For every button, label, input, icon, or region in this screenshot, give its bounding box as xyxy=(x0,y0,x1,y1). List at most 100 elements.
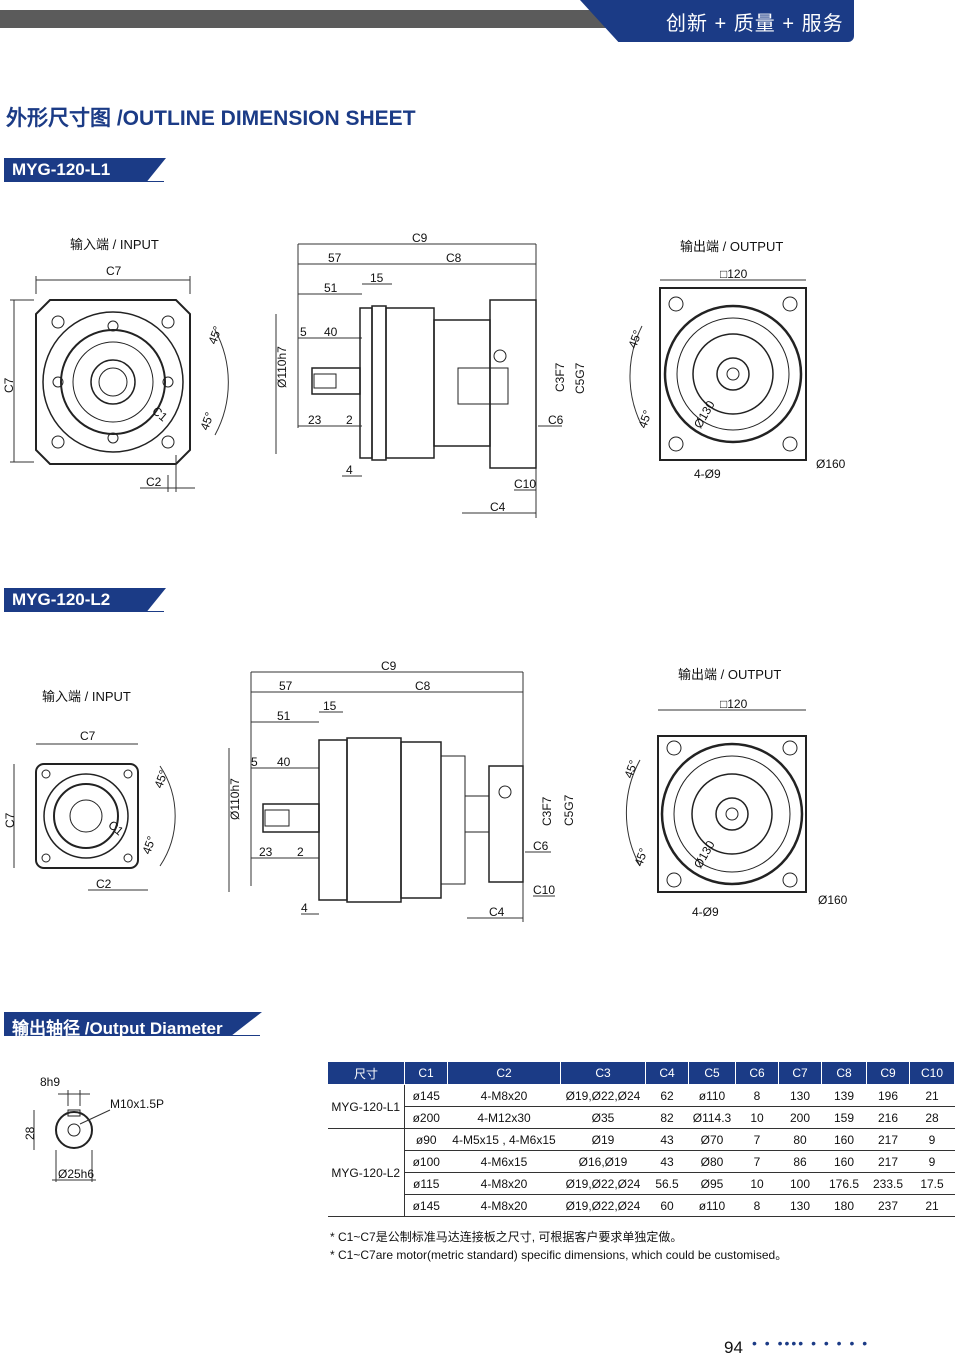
l2-dim-51: 51 xyxy=(277,709,291,723)
table-cell: ø100 xyxy=(404,1150,448,1173)
table-header-6: C6 xyxy=(735,1061,779,1085)
table-cell: 8 xyxy=(735,1084,779,1107)
table-cell: 7 xyxy=(735,1128,779,1151)
page-number: 94 xyxy=(724,1338,743,1357)
table-cell: 10 xyxy=(735,1172,779,1195)
table-cell: 216 xyxy=(866,1106,910,1129)
l1-dim-c10: C10 xyxy=(514,477,536,491)
l1-input-label: 输入端 / INPUT xyxy=(70,237,159,252)
table-header-10: C10 xyxy=(909,1061,955,1085)
table-cell: Ø35 xyxy=(560,1106,646,1129)
l2-shaft-fit: Ø110h7 xyxy=(228,778,242,820)
l2-dim-c4: C4 xyxy=(489,905,505,919)
table-cell: 17.5 xyxy=(909,1172,955,1195)
header-bar xyxy=(0,10,640,28)
l2-side-view: C9 57 C8 51 15 5 40 Ø110h7 23 2 C3F7 C5G… xyxy=(228,659,576,922)
table-cell: 4-M6x15 xyxy=(447,1150,561,1173)
brand-slogan: 创新 + 质量 + 服务 xyxy=(666,13,844,35)
l2-angle-top: 45° xyxy=(151,768,170,790)
table-cell: 60 xyxy=(645,1194,689,1217)
table-cell: 176.5 xyxy=(821,1172,867,1195)
shaft-thread: M10x1.5P xyxy=(110,1097,164,1111)
l1-dim-15: 15 xyxy=(370,271,384,285)
table-cell: 80 xyxy=(778,1128,822,1151)
l2-dim-2: 2 xyxy=(297,845,304,859)
table-cell: Ø19,Ø22,Ø24 xyxy=(560,1084,646,1107)
l1-dim-c3: C3F7 xyxy=(553,362,567,392)
l1-out-angle-top: 45° xyxy=(625,328,644,350)
l2-square: □120 xyxy=(720,697,748,711)
l1-shaft-fit: Ø110h7 xyxy=(275,346,289,388)
table-cell: 9 xyxy=(909,1128,955,1151)
table-cell: 28 xyxy=(909,1106,955,1129)
l1-dim-40: 40 xyxy=(324,325,338,339)
table-cell: 139 xyxy=(821,1084,867,1107)
l2-dim-57: 57 xyxy=(279,679,293,693)
table-header-7: C7 xyxy=(778,1061,822,1085)
l2-input-view: C7 C7 45° 45° C1 C2 xyxy=(3,729,176,891)
l2-dim-c3: C3F7 xyxy=(540,796,554,826)
table-cell: 8 xyxy=(735,1194,779,1217)
l2-dim-5: 5 xyxy=(251,755,258,769)
table-cell: 9 xyxy=(909,1150,955,1173)
table-header-3: C3 xyxy=(560,1061,646,1085)
table-cell: 4-M8x20 xyxy=(447,1172,561,1195)
table-cell: Ø19 xyxy=(560,1128,646,1151)
l2-dim-c6: C6 xyxy=(533,839,549,853)
l1-dim-57: 57 xyxy=(328,251,342,265)
table-cell: Ø16,Ø19 xyxy=(560,1150,646,1173)
table-cell: 160 xyxy=(821,1128,867,1151)
l1-dim-4: 4 xyxy=(346,463,353,477)
l1-side-view: C9 57 C8 51 15 5 40 Ø110h7 23 2 C3F7 C5G… xyxy=(275,231,587,518)
l2-dim-c9: C9 xyxy=(381,659,397,673)
l2-flange: Ø160 xyxy=(818,893,848,907)
table-cell: 4-M12x30 xyxy=(447,1106,561,1129)
table-cell: 160 xyxy=(821,1150,867,1173)
table-cell: ø110 xyxy=(688,1084,736,1107)
table-cell: 233.5 xyxy=(866,1172,910,1195)
l1-dim-c4: C4 xyxy=(490,500,506,514)
table-cell: 196 xyxy=(866,1084,910,1107)
l2-dim-c2: C2 xyxy=(96,877,112,891)
table-cell: 86 xyxy=(778,1150,822,1173)
l1-input-view: C7 C7 45° 45° C1 C2 xyxy=(2,264,229,492)
table-cell: 217 xyxy=(866,1128,910,1151)
table-header-4: C4 xyxy=(645,1061,689,1085)
shaft-diameter: Ø25h6 xyxy=(58,1167,94,1181)
table-cell: 130 xyxy=(778,1084,822,1107)
shaft-section-view: 8h9 28 M10x1.5P Ø25h6 xyxy=(23,1075,164,1182)
l1-dim-c8: C8 xyxy=(446,251,462,265)
section-title-l1: MYG-120-L1 xyxy=(12,160,111,179)
banner-underline xyxy=(4,611,164,612)
l1-dim-5: 5 xyxy=(300,325,307,339)
table-header-0: 尺寸 xyxy=(327,1061,405,1085)
table-cell: 10 xyxy=(735,1106,779,1129)
footer-dots: • • •••• • • • • • xyxy=(752,1335,870,1351)
table-cell: ø145 xyxy=(404,1194,448,1217)
table-cell: 159 xyxy=(821,1106,867,1129)
l1-dim-c6: C6 xyxy=(548,413,564,427)
l1-dim-23: 23 xyxy=(308,413,322,427)
table-cell: Ø70 xyxy=(688,1128,736,1151)
table-cell: 217 xyxy=(866,1150,910,1173)
table-header-5: C5 xyxy=(688,1061,736,1085)
table-cell-model: MYG-120-L2 xyxy=(327,1128,405,1217)
l1-dim-c7-top: C7 xyxy=(106,264,122,278)
table-cell: 4-M5x15 , 4-M6x15 xyxy=(447,1128,561,1151)
shaft-height-dim: 28 xyxy=(23,1126,37,1140)
l1-dim-c5: C5G7 xyxy=(573,362,587,394)
l2-dim-c7-side: C7 xyxy=(3,812,17,828)
banner-underline xyxy=(4,181,164,182)
table-cell: 100 xyxy=(778,1172,822,1195)
table-cell: 4-M8x20 xyxy=(447,1194,561,1217)
table-cell: Ø19,Ø22,Ø24 xyxy=(560,1172,646,1195)
table-cell-model: MYG-120-L1 xyxy=(327,1084,405,1129)
table-cell: 56.5 xyxy=(645,1172,689,1195)
l2-holes: 4-Ø9 xyxy=(692,905,719,919)
page-title: 外形尺寸图 /OUTLINE DIMENSION SHEET xyxy=(6,107,416,130)
l1-angle-top: 45° xyxy=(205,324,224,346)
